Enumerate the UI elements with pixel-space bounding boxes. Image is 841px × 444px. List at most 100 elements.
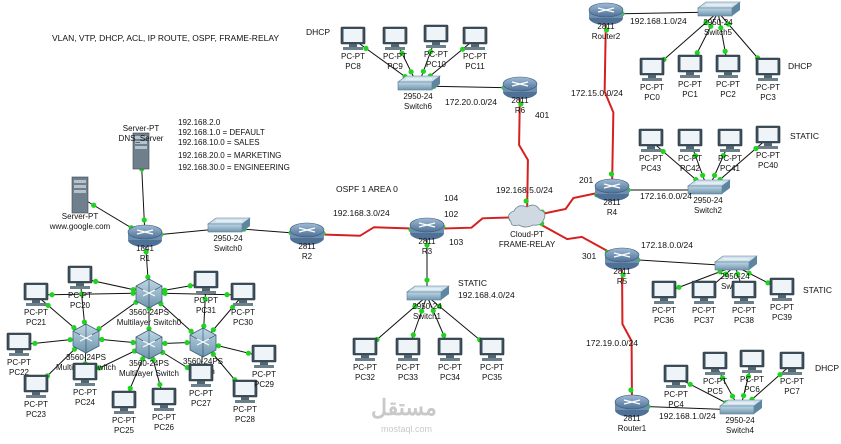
cloud-icon [508, 204, 546, 228]
pc-model-label: PC-PT [73, 388, 97, 397]
ospf-label: OSPF 1 AREA 0 [336, 184, 398, 194]
network-label: 192.168.3.0/24 [333, 208, 390, 218]
port-status-dot [741, 393, 747, 399]
pc-name-label: PC23 [26, 410, 47, 419]
pc-name-label: PC3 [760, 93, 776, 102]
dhcp-tag: DHCP [306, 27, 330, 37]
pc-icon [677, 128, 703, 153]
switch-icon [697, 1, 741, 17]
router-name-label: R3 [422, 247, 433, 256]
pc-name-label: PC27 [191, 399, 212, 408]
pc-name-label: PC30 [233, 318, 254, 327]
serial-link [518, 87, 529, 218]
pc-name-label: PC36 [654, 316, 675, 325]
network-label: 172.20.0.0/24 [445, 97, 497, 107]
port-label: 102 [444, 209, 458, 219]
port-status-dot [746, 270, 752, 276]
port-status-dot [424, 277, 430, 283]
pc-name-label: PC9 [387, 62, 403, 71]
router-name-label: R2 [302, 252, 313, 261]
port-status-dot [187, 283, 193, 289]
switch-name-label: Switch4 [726, 426, 755, 435]
pc-name-label: PC5 [707, 387, 723, 396]
port-status-dot [201, 323, 207, 329]
switch-name-label: Switch5 [704, 28, 733, 37]
pc-name-label: PC11 [465, 62, 485, 71]
switch-model-label: 2950-24 [720, 272, 750, 281]
pc-name-label: PC24 [75, 398, 96, 407]
router-name-label: R6 [515, 106, 526, 115]
pc-icon [352, 337, 378, 362]
pc-icon [340, 26, 366, 51]
info-line: 192.168.1.0 = DEFAULT [178, 128, 265, 137]
port-status-dot [719, 375, 726, 381]
port-status-dot [692, 153, 699, 159]
switch-name-label: Switch6 [404, 102, 433, 111]
pc-icon [111, 390, 137, 415]
router-model-label: 2811 [613, 267, 631, 276]
port-status-dot [210, 327, 216, 333]
port-status-dot [424, 242, 430, 248]
pc-model-label: PC-PT [438, 363, 462, 372]
pc-icon [188, 363, 214, 388]
router-model-label: 2811 [603, 198, 621, 207]
pc-name-label: PC37 [694, 316, 715, 325]
